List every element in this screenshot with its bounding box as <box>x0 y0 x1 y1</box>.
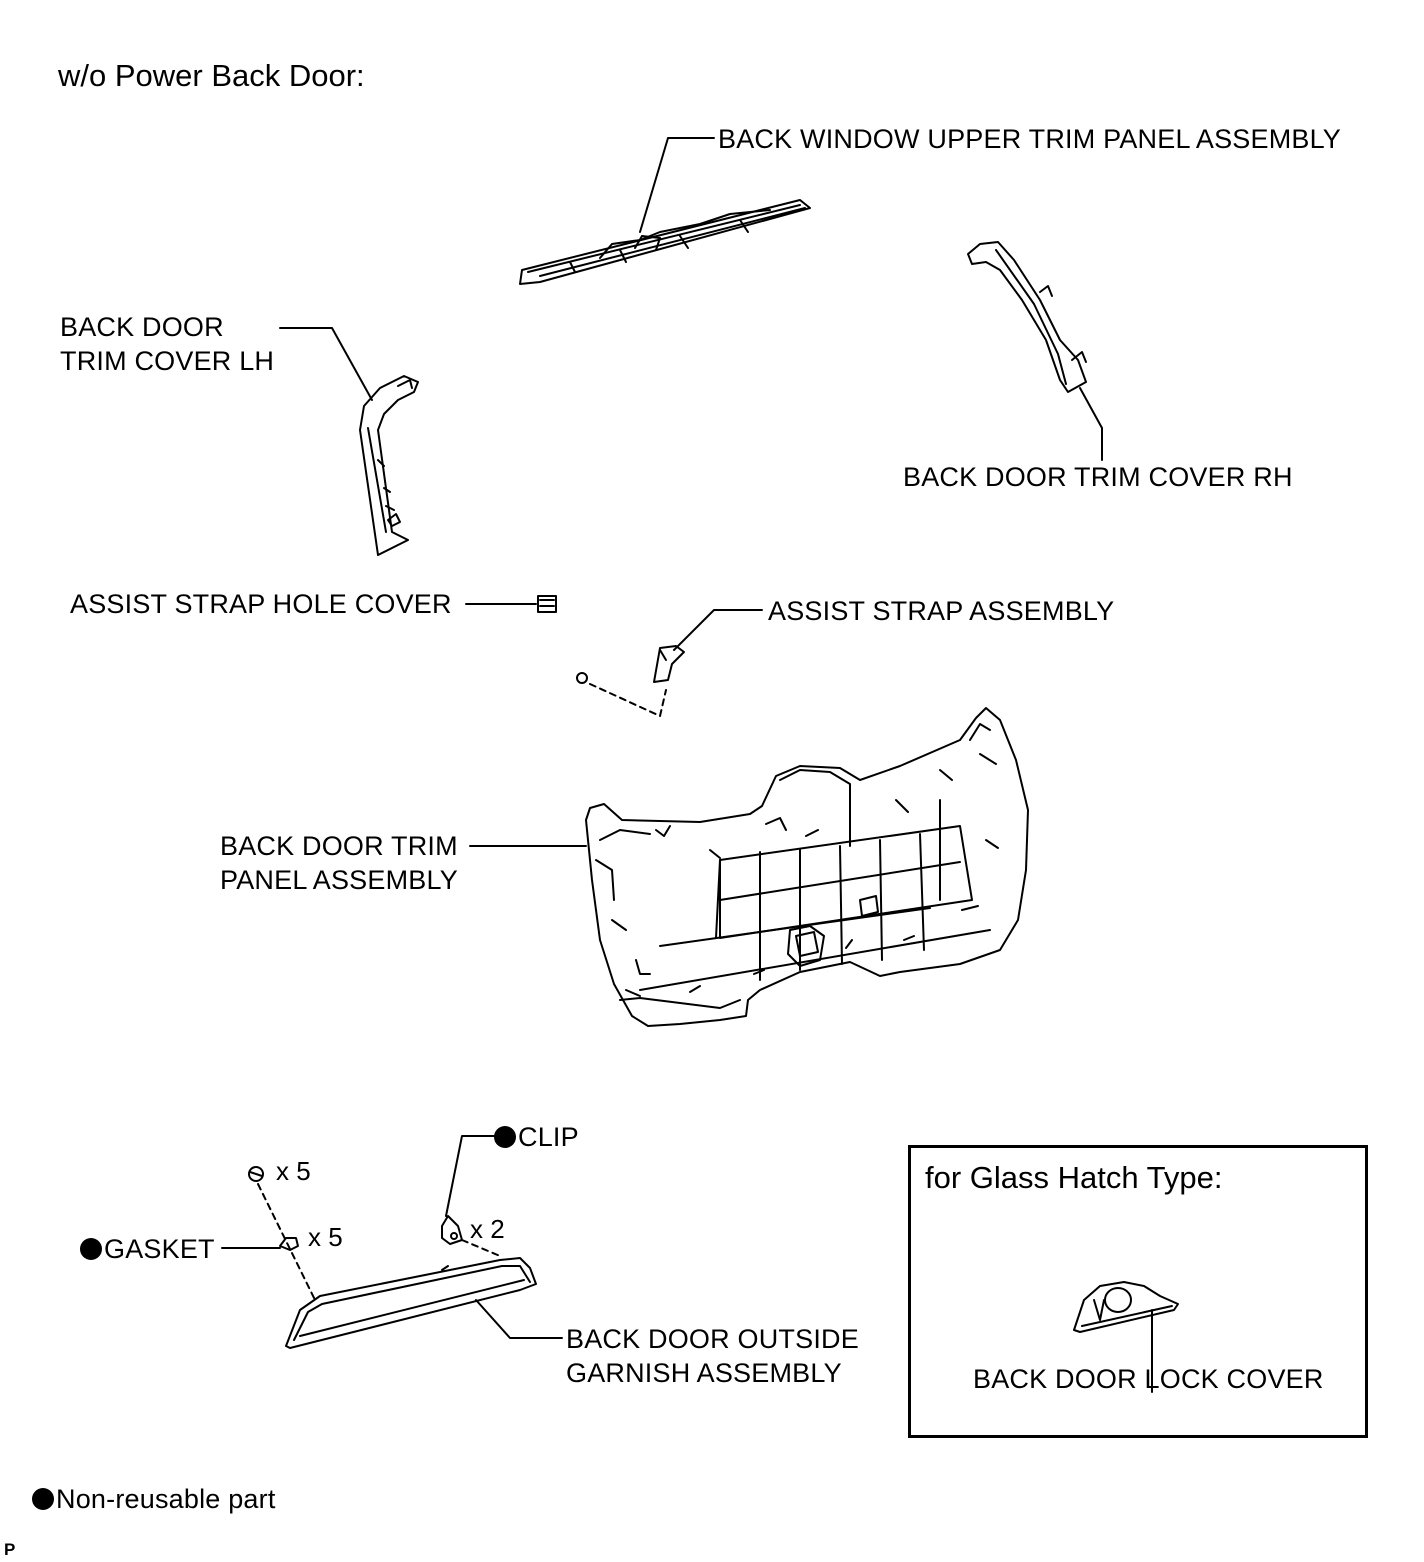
quantity-nut: x 5 <box>276 1156 311 1186</box>
label-trim-cover-rh: BACK DOOR TRIM COVER RH <box>903 462 1293 492</box>
label-trim-panel-line2: PANEL ASSEMBLY <box>220 865 458 895</box>
back-door-lock-cover-part <box>1073 1281 1179 1333</box>
back-door-outside-garnish-part <box>285 1257 537 1349</box>
quantity-gasket: x 5 <box>308 1222 343 1252</box>
label-back-window-upper-trim: BACK WINDOW UPPER TRIM PANEL ASSEMBLY <box>718 124 1342 154</box>
leader-garnish <box>475 1299 563 1339</box>
back-window-upper-trim-panel-part <box>519 199 811 285</box>
label-back-door-lock-cover: BACK DOOR LOCK COVER <box>973 1364 1324 1394</box>
back-door-trim-cover-rh-part <box>967 241 1087 393</box>
leader-assist-strap <box>673 609 763 651</box>
label-assist-strap-hole-cover: ASSIST STRAP HOLE COVER <box>70 589 452 619</box>
clip-install-line <box>461 1239 501 1257</box>
non-reusable-dot-icon <box>80 1238 102 1260</box>
label-garnish-line1: BACK DOOR OUTSIDE <box>566 1324 859 1354</box>
non-reusable-dot-icon <box>32 1488 54 1510</box>
screw-install-line <box>589 683 667 717</box>
clip-part <box>441 1215 463 1245</box>
corner-mark: P <box>4 1540 16 1559</box>
inset-title: for Glass Hatch Type: <box>925 1160 1223 1195</box>
label-assist-strap: ASSIST STRAP ASSEMBLY <box>768 596 1115 626</box>
leader-trim-cover-rh <box>1079 387 1103 461</box>
assist-strap-hole-cover-part <box>537 595 557 613</box>
glass-hatch-inset: for Glass Hatch Type: <box>908 1145 1368 1438</box>
screw-part <box>576 672 588 684</box>
back-door-trim-panel-part <box>585 707 1029 1027</box>
label-gasket: GASKET <box>80 1232 215 1266</box>
label-trim-cover-lh-line2: TRIM COVER LH <box>60 346 275 376</box>
leader-clip <box>445 1135 495 1217</box>
back-door-trim-cover-lh-part <box>359 375 419 556</box>
label-clip: CLIP <box>494 1120 579 1154</box>
legend-non-reusable-text: Non-reusable part <box>56 1484 276 1514</box>
leader-upper-trim <box>639 137 715 233</box>
nut-part <box>248 1166 264 1182</box>
label-trim-cover-lh-line1: BACK DOOR <box>60 312 224 342</box>
non-reusable-dot-icon <box>494 1126 516 1148</box>
label-clip-text: CLIP <box>518 1122 579 1152</box>
gasket-install-line <box>257 1183 317 1303</box>
assist-strap-part <box>653 645 685 683</box>
label-garnish-line2: GARNISH ASSEMBLY <box>566 1358 842 1388</box>
legend-non-reusable: Non-reusable part <box>32 1482 276 1516</box>
page-title: w/o Power Back Door: <box>58 58 365 93</box>
label-trim-panel-line1: BACK DOOR TRIM <box>220 831 458 861</box>
quantity-clip: x 2 <box>470 1214 505 1244</box>
leader-trim-cover-lh <box>279 327 373 401</box>
label-gasket-text: GASKET <box>104 1234 215 1264</box>
